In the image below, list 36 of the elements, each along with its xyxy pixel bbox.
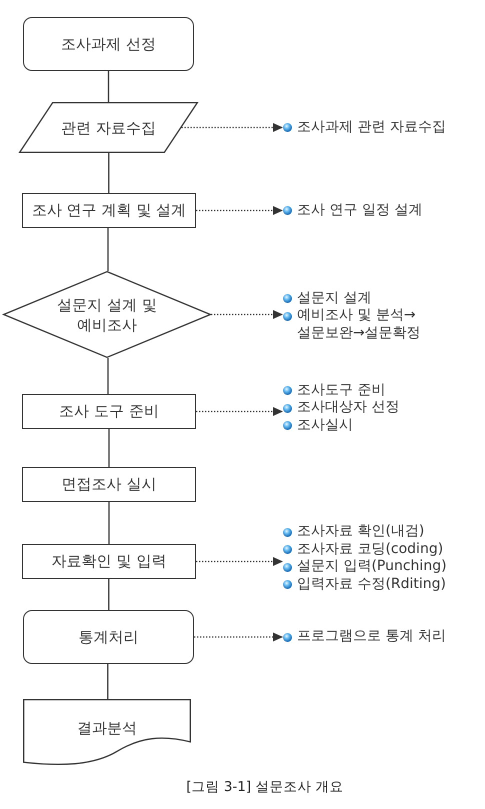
list-item: 예비조사 및 분석→ 설문보완→설문확정: [297, 307, 422, 342]
list-item: 설문지 입력(Punching): [297, 558, 447, 576]
process-box: 조사 연구 계획 및 설계: [22, 193, 196, 228]
step-label: 결과분석: [77, 718, 137, 738]
step-label: 관련 자료수집: [61, 118, 156, 138]
connector-line: [107, 358, 109, 394]
figure-caption: [그림 3-1] 설문조사 개요: [186, 778, 344, 796]
connector-line: [108, 579, 110, 610]
connector-line: [108, 153, 110, 193]
list-item: 조사자료 확인(내검): [297, 523, 424, 540]
connector-line: [108, 429, 110, 467]
step-label: 설문지 설계 및 예비조사: [56, 294, 158, 334]
dotted-arrow: [211, 310, 283, 319]
dotted-arrow: [196, 206, 283, 215]
list-item: 조사 연구 일정 설계: [297, 202, 422, 219]
process-box: 조사 도구 준비: [22, 394, 196, 429]
list-item: 조사도구 준비: [297, 382, 386, 399]
connector-line: [107, 664, 108, 699]
dotted-arrow: [196, 407, 283, 416]
list-item: 입력자료 수정(Rditing): [297, 576, 446, 593]
dotted-arrow: [182, 123, 283, 132]
list-item: 조사과제 관련 자료수집: [297, 118, 446, 136]
list-item: 조사실시: [297, 416, 353, 434]
connector-line: [107, 228, 109, 271]
terminal-box: 통계처리: [23, 610, 194, 664]
terminal-box: 조사과제 선정: [23, 17, 194, 71]
list-item: 조사대상자 선정: [297, 399, 400, 416]
list-item: 설문지 설계: [297, 290, 372, 307]
dotted-arrow: [194, 632, 283, 642]
list-item: 조사자료 코딩(coding): [297, 540, 444, 558]
connector-line: [108, 71, 110, 102]
connector-line: [108, 502, 110, 544]
process-box: 자료확인 및 입력: [22, 544, 196, 579]
list-item: 프로그램으로 통계 처리: [297, 628, 446, 646]
process-box: 면접조사 실시: [22, 467, 196, 502]
dotted-arrow: [196, 557, 283, 566]
